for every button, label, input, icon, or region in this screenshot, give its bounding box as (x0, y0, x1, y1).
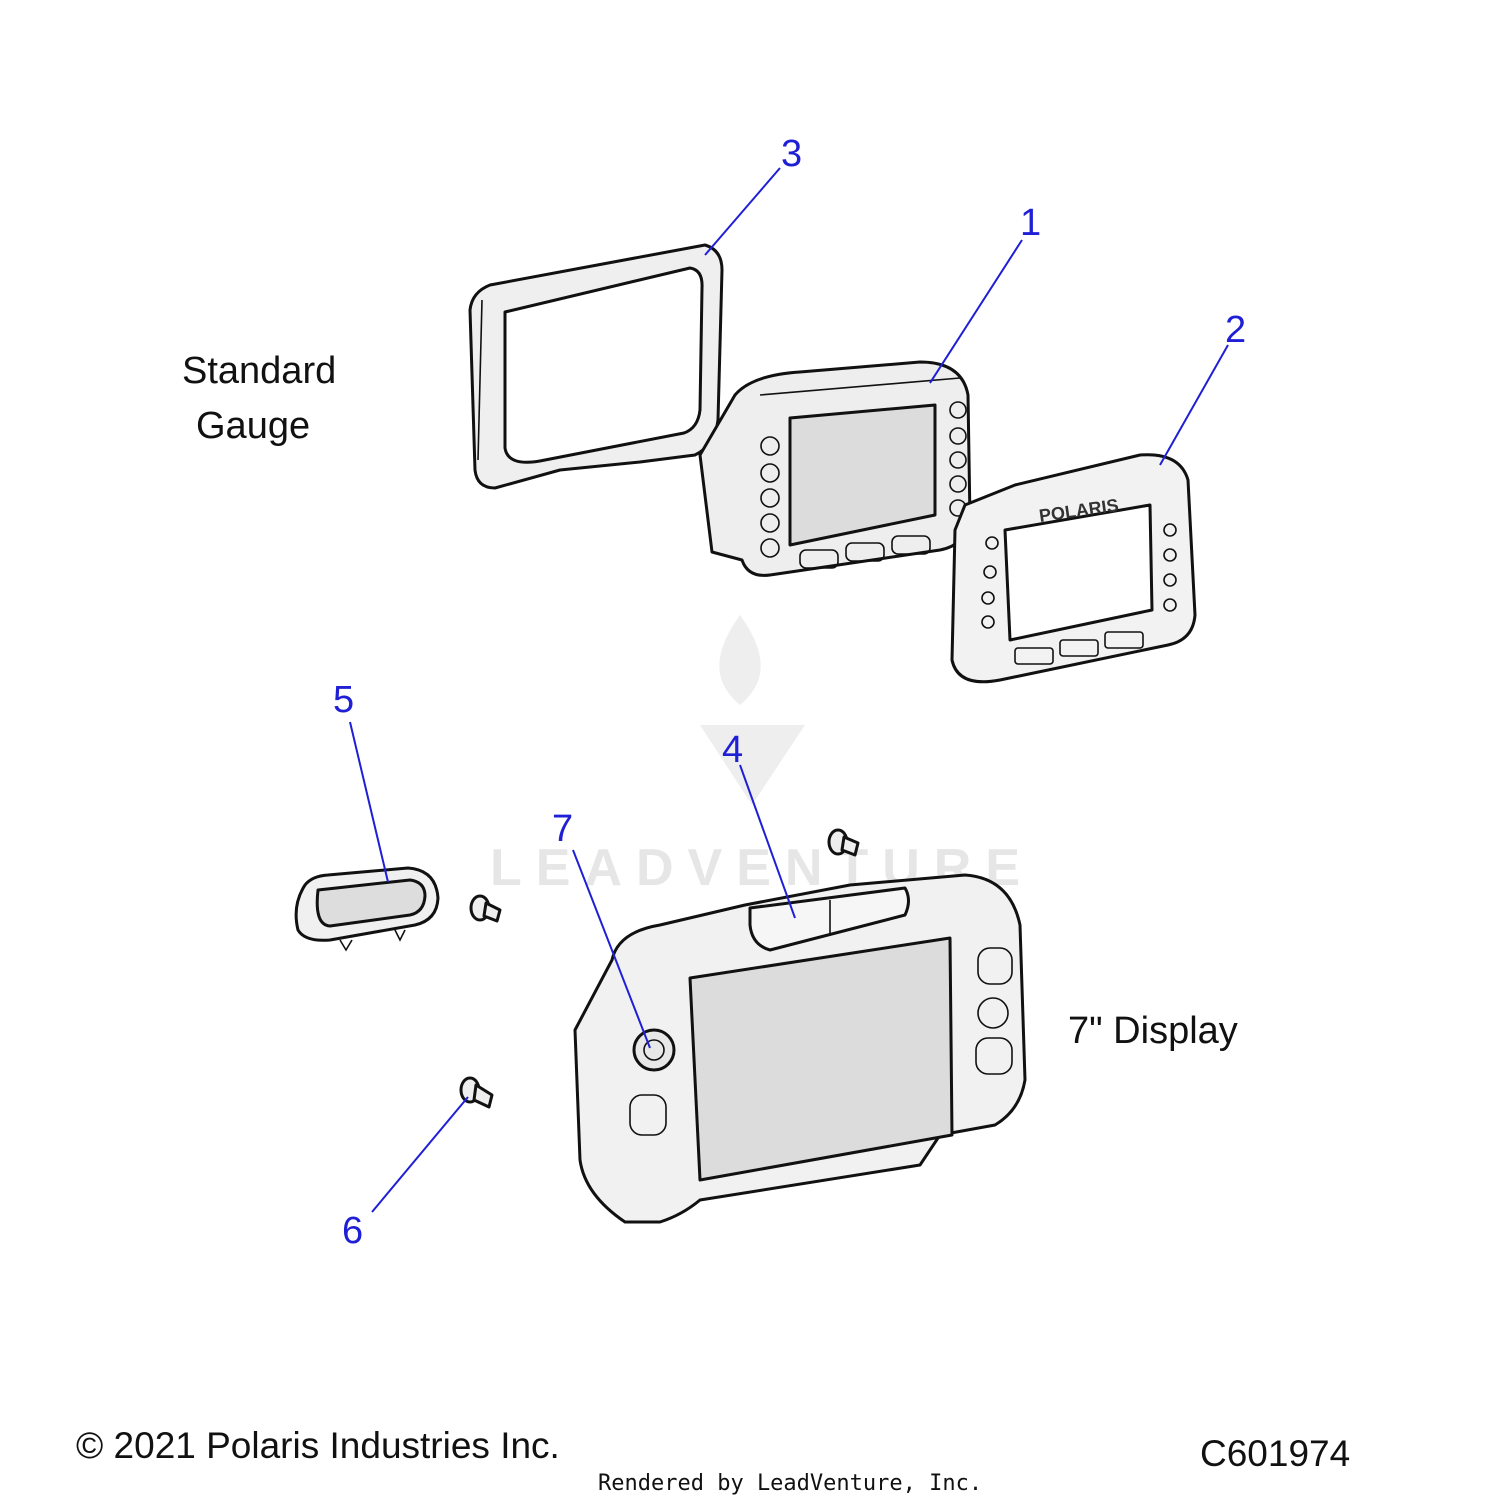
gauge-left-buttons (760, 436, 780, 558)
seven-inch-display-label: 7" Display (1068, 1010, 1238, 1052)
standard-gauge-cluster[interactable] (698, 360, 972, 577)
callout-6: 6 (342, 1210, 363, 1252)
display-left-buttons (629, 1094, 667, 1136)
gauge-seal-ring[interactable] (468, 243, 724, 490)
callout-5: 5 (333, 679, 354, 721)
display-unit[interactable] (573, 873, 1027, 1224)
callout-numbers: 3 1 2 5 4 7 6 (333, 133, 1246, 1252)
cover-cap[interactable] (294, 866, 440, 952)
callout-4: 4 (722, 729, 743, 771)
leader-5 (349, 721, 389, 883)
leader-lines (349, 167, 1229, 1213)
leader-6 (371, 1096, 469, 1213)
callout-3: 3 (781, 133, 802, 175)
leader-3 (704, 167, 781, 256)
display-right-buttons (975, 947, 1013, 1075)
rendered-by-text: Rendered by LeadVenture, Inc. (598, 1471, 982, 1496)
leader-7 (572, 849, 651, 1049)
screw[interactable] (459, 1076, 494, 1109)
watermark-logo-icon (700, 615, 805, 805)
display-knob[interactable] (632, 1028, 676, 1072)
diagram-id: C601974 (1200, 1433, 1350, 1474)
callout-2: 2 (1225, 309, 1246, 351)
screw-top-left[interactable] (469, 894, 502, 923)
leader-4 (739, 764, 796, 919)
gauge-bottom-buttons (799, 535, 931, 569)
copyright-text: © 2021 Polaris Industries Inc. (76, 1425, 560, 1466)
standard-gauge-label-line2: Gauge (196, 405, 310, 447)
leader-2 (1159, 344, 1229, 466)
bezel-holes (981, 523, 1177, 629)
standard-gauge-label-line1: Standard (182, 350, 336, 392)
callout-7: 7 (552, 808, 573, 850)
leader-1 (929, 239, 1023, 384)
callout-1: 1 (1020, 202, 1041, 244)
polaris-bezel[interactable]: POLARIS (950, 453, 1197, 684)
screw-top-right[interactable] (827, 828, 860, 857)
